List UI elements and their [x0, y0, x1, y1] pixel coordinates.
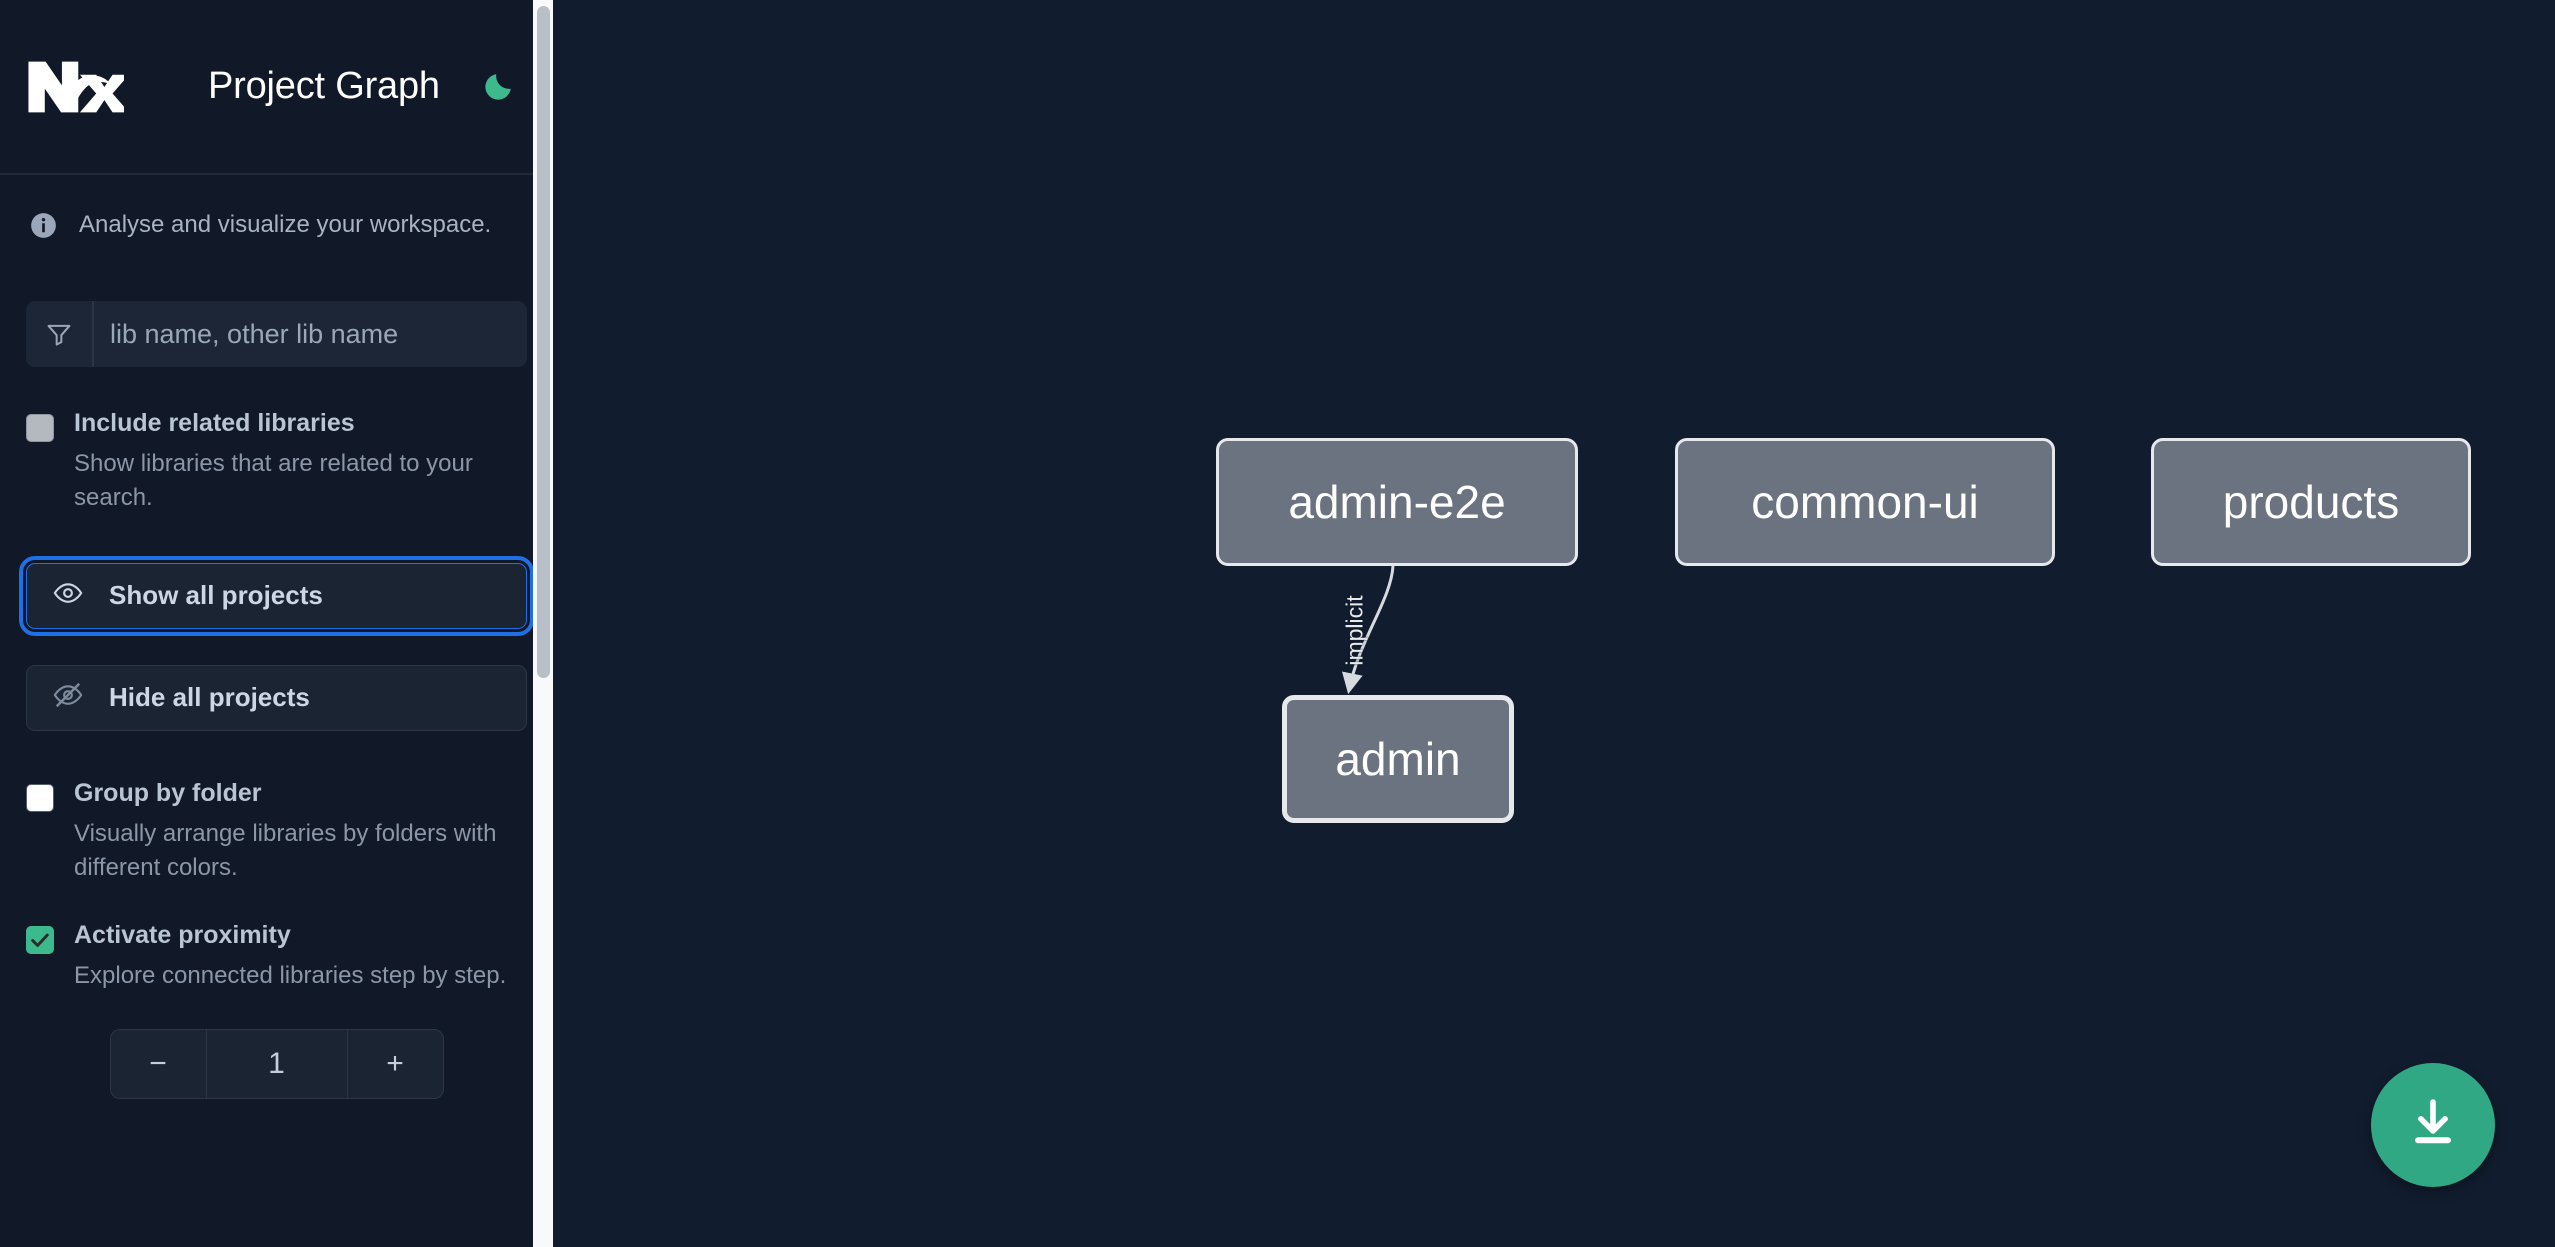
activate-proximity-label: Activate proximity — [74, 920, 291, 949]
show-all-projects-button[interactable]: Show all projects — [19, 555, 534, 636]
include-related-libraries-description: Show libraries that are related to your … — [74, 449, 473, 511]
hide-all-projects-button[interactable]: Hide all projects — [26, 664, 527, 731]
group-by-folder-checkbox[interactable] — [26, 783, 54, 812]
graph-node-common-ui[interactable]: common-ui — [1675, 438, 2055, 566]
eye-off-icon — [53, 680, 83, 715]
info-circle-icon — [30, 212, 57, 239]
proximity-value: 1 — [268, 1046, 285, 1080]
eye-icon — [53, 578, 83, 613]
option-include-related-libraries[interactable]: Include related libraries Show libraries… — [0, 409, 553, 515]
download-icon — [2405, 1095, 2461, 1156]
workspace-info-text: Analyse and visualize your workspace. — [79, 211, 492, 238]
page-title: Project Graph — [208, 65, 440, 107]
include-related-libraries-checkbox[interactable] — [26, 414, 54, 442]
proximity-stepper: − 1 + — [109, 1028, 444, 1099]
option-group-by-folder[interactable]: Group by folder Visually arrange librari… — [0, 779, 553, 885]
sidebar: Project Graph Analyse and visualize your… — [0, 0, 553, 1247]
filter-funnel-icon — [26, 301, 94, 367]
option-activate-proximity[interactable]: Activate proximity Explore connected lib… — [0, 921, 553, 993]
sidebar-scrollbar-thumb[interactable] — [537, 6, 550, 678]
sidebar-scrollbar[interactable] — [533, 0, 553, 1247]
activate-proximity-checkbox[interactable] — [26, 925, 54, 954]
hide-all-projects-label: Hide all projects — [109, 682, 310, 713]
include-related-libraries-label: Include related libraries — [74, 409, 355, 437]
graph-node-admin-e2e[interactable]: admin-e2e — [1216, 438, 1578, 566]
graph-node-admin[interactable]: admin — [1282, 695, 1514, 823]
proximity-decrement-button[interactable]: − — [111, 1029, 207, 1098]
moon-icon[interactable] — [478, 67, 518, 107]
workspace-info: Analyse and visualize your workspace. — [0, 175, 553, 239]
graph-canvas[interactable]: implicit implicit admin-e2e common-ui pr… — [553, 0, 2555, 1247]
search-field[interactable] — [26, 301, 527, 367]
group-by-folder-label: Group by folder — [74, 778, 262, 807]
edge-label-admin: implicit — [1341, 595, 1368, 666]
show-all-projects-label: Show all projects — [109, 580, 323, 611]
group-by-folder-description: Visually arrange libraries by folders wi… — [74, 819, 497, 881]
nx-logo — [26, 56, 129, 118]
activate-proximity-description: Explore connected libraries step by step… — [74, 961, 507, 989]
proximity-increment-button[interactable]: + — [346, 1029, 443, 1098]
download-graph-button[interactable] — [2371, 1063, 2495, 1187]
graph-edges — [1342, 565, 1395, 695]
graph-node-products[interactable]: products — [2151, 438, 2471, 566]
search-input[interactable] — [94, 301, 527, 367]
sidebar-header: Project Graph — [0, 0, 553, 175]
